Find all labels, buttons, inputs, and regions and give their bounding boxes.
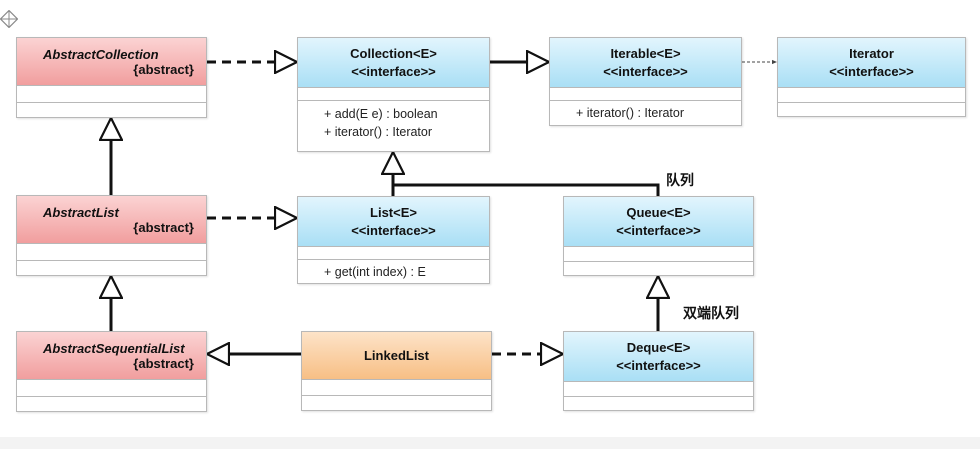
operations-section [778,103,965,116]
deque-annotation: 双端队列 [683,306,739,322]
attributes-section [17,244,206,261]
attributes-section [564,247,753,262]
class-name: AbstractSequentialList [43,340,185,356]
class-name: Collection<E> [350,45,437,61]
class-stereotype: <<interface>> [603,63,688,79]
operation-iterator: + iterator() : Iterator [576,106,685,120]
class-stereotype: {abstract} [133,355,194,371]
class-stereotype: {abstract} [133,61,194,77]
operations-section: + add(E e) : boolean + iterator() : Iter… [298,101,489,151]
operation-add: + add(E e) : boolean [324,107,438,121]
interface-iterator[interactable]: Iterator <<interface>> [777,37,966,117]
class-stereotype: <<interface>> [351,222,436,238]
operations-section: + iterator() : Iterator [550,101,741,125]
class-stereotype: {abstract} [133,219,194,235]
class-name: Deque<E> [626,339,691,355]
operations-section: + get(int index) : E [298,260,489,283]
class-abstract-sequential-list[interactable]: AbstractSequentialList {abstract} [16,331,207,412]
attributes-section [298,247,489,260]
operations-section [17,261,206,275]
operations-section [17,103,206,117]
class-header: Queue<E> <<interface>> [564,197,753,247]
class-header: Iterable<E> <<interface>> [550,38,741,88]
class-stereotype: <<interface>> [829,63,914,79]
class-name: Iterator [849,45,894,61]
operations-section [564,397,753,410]
attributes-section [550,88,741,101]
interface-queue[interactable]: Queue<E> <<interface>> [563,196,754,276]
operations-section [17,397,206,411]
class-header: List<E> <<interface>> [298,197,489,247]
interface-iterable[interactable]: Iterable<E> <<interface>> + iterator() :… [549,37,742,126]
operations-section [302,396,491,410]
move-handle-icon[interactable] [0,10,18,28]
class-header: AbstractCollection {abstract} [17,38,206,86]
queue-annotation: 队列 [666,173,694,189]
class-stereotype: <<interface>> [616,222,701,238]
class-stereotype: <<interface>> [616,357,701,373]
attributes-section [778,88,965,103]
class-name: List<E> [370,204,417,220]
class-stereotype: <<interface>> [351,63,436,79]
class-header: AbstractSequentialList {abstract} [17,332,206,380]
class-name: Queue<E> [626,204,691,220]
generalization-queue-collection [393,183,660,196]
attributes-section [302,380,491,396]
attributes-section [17,380,206,397]
class-abstract-collection[interactable]: AbstractCollection {abstract} [16,37,207,118]
class-name: LinkedList [363,347,429,363]
interface-collection[interactable]: Collection<E> <<interface>> + add(E e) :… [297,37,490,152]
operation-iterator: + iterator() : Iterator [324,125,433,139]
class-header: Collection<E> <<interface>> [298,38,489,88]
bottom-band [0,437,980,449]
class-name: AbstractList [43,204,119,220]
class-linked-list[interactable]: LinkedList [301,331,492,411]
class-abstract-list[interactable]: AbstractList {abstract} [16,195,207,276]
interface-deque[interactable]: Deque<E> <<interface>> [563,331,754,411]
operations-section [564,262,753,275]
operation-get: + get(int index) : E [324,264,426,279]
interface-list[interactable]: List<E> <<interface>> + get(int index) :… [297,196,490,284]
class-header: AbstractList {abstract} [17,196,206,244]
class-header: Deque<E> <<interface>> [564,332,753,382]
class-header: Iterator <<interface>> [778,38,965,88]
attributes-section [298,88,489,101]
class-name: Iterable<E> [610,45,681,61]
attributes-section [564,382,753,397]
attributes-section [17,86,206,103]
class-name: AbstractCollection [43,46,159,62]
class-header: LinkedList [302,332,491,380]
